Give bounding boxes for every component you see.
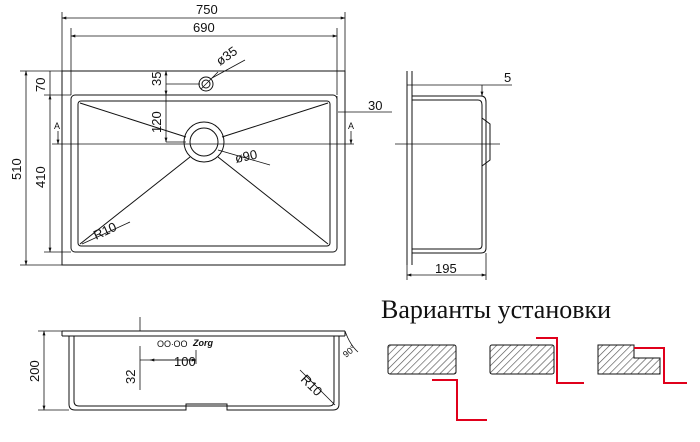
top-view-labels: 750 690 ø35 35 70 120 510 410 ø90 R10 A … <box>9 2 354 243</box>
label-410: 410 <box>33 166 48 188</box>
install-variant-3 <box>597 344 687 384</box>
front-bowl-outline <box>68 336 340 411</box>
side-view <box>336 71 512 280</box>
side-bowl-outline <box>412 95 487 254</box>
label-32: 32 <box>123 370 138 384</box>
label-r10-top: R10 <box>91 219 119 243</box>
label-100: 100 <box>174 354 196 369</box>
label-510: 510 <box>9 158 24 180</box>
section-mark-right: A <box>348 121 354 131</box>
overflow-glyph: OO∙OO <box>157 339 188 349</box>
install-variant-2 <box>489 337 584 384</box>
top-view <box>20 12 354 266</box>
top-bowl-outline <box>70 94 338 253</box>
label-5: 5 <box>504 70 511 85</box>
label-120: 120 <box>149 111 164 133</box>
brand-mark: Zorg <box>192 338 213 348</box>
label-drain: ø90 <box>234 147 259 166</box>
label-195: 195 <box>435 261 457 276</box>
label-r10-front: R10 <box>298 372 325 399</box>
front-view <box>38 317 359 411</box>
label-690: 690 <box>193 20 215 35</box>
label-angle: 90° <box>341 343 358 360</box>
bowl-slope-lines <box>79 102 329 245</box>
label-70: 70 <box>33 78 48 92</box>
drain-inner <box>189 127 219 157</box>
label-30: 30 <box>368 98 382 113</box>
label-750: 750 <box>196 2 218 17</box>
side-view-labels: 5 30 195 <box>368 70 511 276</box>
label-35: 35 <box>149 72 164 86</box>
install-variant-1 <box>387 344 487 421</box>
install-heading: Варианты установки <box>381 295 611 324</box>
label-200: 200 <box>27 360 42 382</box>
section-mark-left: A <box>54 121 60 131</box>
top-outer-outline <box>61 70 346 266</box>
front-view-labels: 200 32 100 OO∙OO Zorg R10 90° <box>27 338 358 399</box>
top-bowl-inner <box>77 100 331 247</box>
